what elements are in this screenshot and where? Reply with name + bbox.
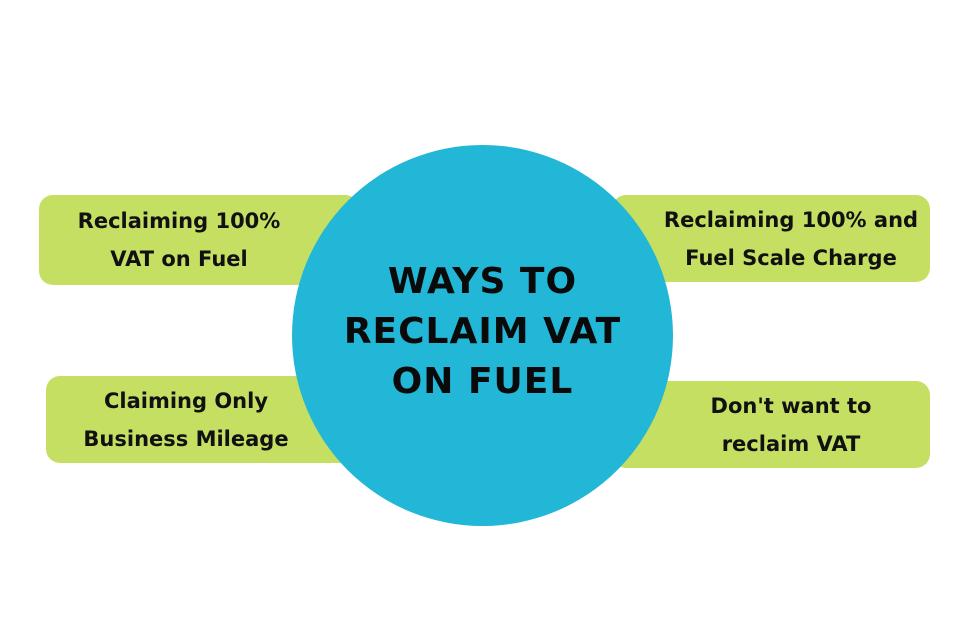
center-hub-circle: WAYS TO RECLAIM VAT ON FUEL [292,145,673,526]
option-label: Reclaiming 100% VAT on Fuel [77,209,281,271]
option-box-reclaiming-100-and-fuel-scale-charge: Reclaiming 100% and Fuel Scale Charge [612,195,930,282]
option-box-reclaiming-100-vat: Reclaiming 100% VAT on Fuel [39,195,359,285]
option-label: Don't want to reclaim VAT [710,393,872,456]
center-title: WAYS TO RECLAIM VAT ON FUEL [343,260,622,402]
option-label: Reclaiming 100% and Fuel Scale Charge [663,207,919,270]
option-label: Claiming Only Business Mileage [83,388,289,451]
option-box-dont-want-to-reclaim-vat: Don't want to reclaim VAT [612,381,930,468]
